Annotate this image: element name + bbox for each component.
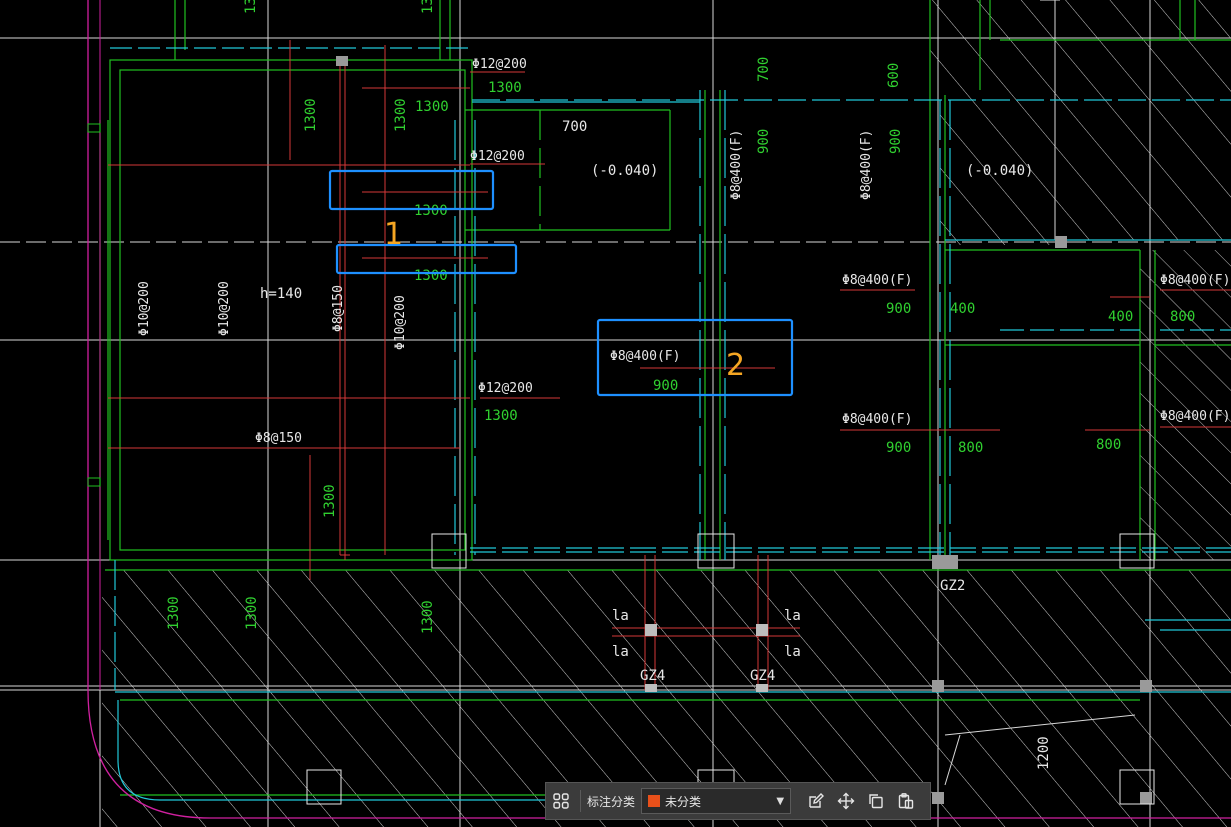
markup-box-2[interactable] [596, 318, 794, 397]
elevation-label: (-0.040) [966, 163, 1033, 179]
wall-outlines [99, 0, 1231, 796]
anchorage-label: la [612, 644, 629, 660]
rebar-label: Φ8@400(F) [610, 349, 680, 364]
dim-1300: 1300 [244, 596, 260, 630]
annotation-toolbar: 标注分类 未分类 ▼ [545, 782, 931, 820]
edit-icon[interactable] [801, 786, 831, 816]
dim-1200: 1200 [1036, 736, 1052, 770]
rebar-label: Φ8@150 [331, 285, 346, 332]
dim-1300: 1300 [303, 98, 319, 132]
dim-1300: 1300 [484, 408, 518, 424]
toolbar-divider [580, 790, 581, 812]
rebar-label: Φ10@200 [393, 295, 408, 350]
chevron-down-icon: ▼ [776, 795, 785, 807]
dim-1300: 1300 [414, 203, 448, 219]
site-boundary [87, 0, 1231, 819]
rebar-label: Φ12@200 [470, 149, 525, 164]
beam-lines [110, 47, 1231, 801]
dim-600: 600 [886, 63, 902, 88]
rebar-label: Φ12@200 [478, 381, 533, 396]
dim-900: 900 [886, 301, 911, 317]
dim-800: 800 [1096, 437, 1121, 453]
rebar-label: Φ8@400(F) [729, 130, 744, 200]
dim-1300: 1300 [166, 596, 182, 630]
dim-1300: 1300 [414, 268, 448, 284]
dim-400: 400 [950, 301, 975, 317]
rebar-label: Φ12@200 [472, 57, 527, 72]
column-tag: GZ4 [640, 668, 665, 684]
anchorage-label: la [784, 608, 801, 624]
dim-1300: 1300 [322, 484, 338, 518]
rebar-label: Φ10@200 [217, 281, 232, 336]
category-color-swatch [648, 795, 661, 807]
elevation-label: (-0.040) [591, 163, 658, 179]
dim-800: 800 [958, 440, 983, 456]
dim-1300: 1300 [415, 99, 449, 115]
markup-box-1a[interactable] [328, 169, 495, 211]
dim-900: 900 [756, 129, 772, 154]
dim-700: 700 [562, 119, 587, 135]
markup-label-1: 1 [384, 217, 403, 252]
dim-900: 900 [886, 440, 911, 456]
anchorage-label: la [612, 608, 629, 624]
dim-1300: 1300 [420, 0, 436, 14]
markup-label-2: 2 [726, 348, 745, 383]
rebar-label: Φ8@400(F) [842, 412, 912, 427]
move-icon[interactable] [831, 786, 861, 816]
column-tag: GZ4 [750, 668, 775, 684]
dim-800: 800 [1170, 309, 1195, 325]
rebar-label: Φ8@150 [255, 431, 302, 446]
dim-1300: 1300 [488, 80, 522, 96]
markup-box-1b[interactable] [335, 243, 518, 275]
dim-900: 900 [888, 129, 904, 154]
paste-icon[interactable] [891, 786, 921, 816]
dim-1300: 1300 [393, 98, 409, 132]
dim-1300: 1300 [420, 600, 436, 634]
dim-700: 700 [756, 57, 772, 82]
copy-icon[interactable] [861, 786, 891, 816]
dim-900: 900 [653, 378, 678, 394]
rebar-label: Φ8@400(F) [1160, 409, 1230, 424]
category-value: 未分类 [665, 794, 702, 809]
anchorage-label: la [784, 644, 801, 660]
rebar-lines [108, 40, 1231, 690]
dim-1300: 1300 [243, 0, 259, 14]
column-tag: GZ2 [940, 578, 965, 594]
rebar-label: Φ10@200 [137, 281, 152, 336]
dim-400: 400 [1108, 309, 1133, 325]
rebar-label: Φ8@400(F) [859, 130, 874, 200]
rebar-label: Φ8@400(F) [1160, 273, 1230, 288]
category-label: 标注分类 [587, 794, 636, 809]
category-dropdown[interactable]: 未分类 ▼ [641, 788, 792, 814]
rebar-label: Φ8@400(F) [842, 273, 912, 288]
grid-icon[interactable] [546, 786, 576, 816]
slab-thickness: h=140 [260, 286, 302, 302]
